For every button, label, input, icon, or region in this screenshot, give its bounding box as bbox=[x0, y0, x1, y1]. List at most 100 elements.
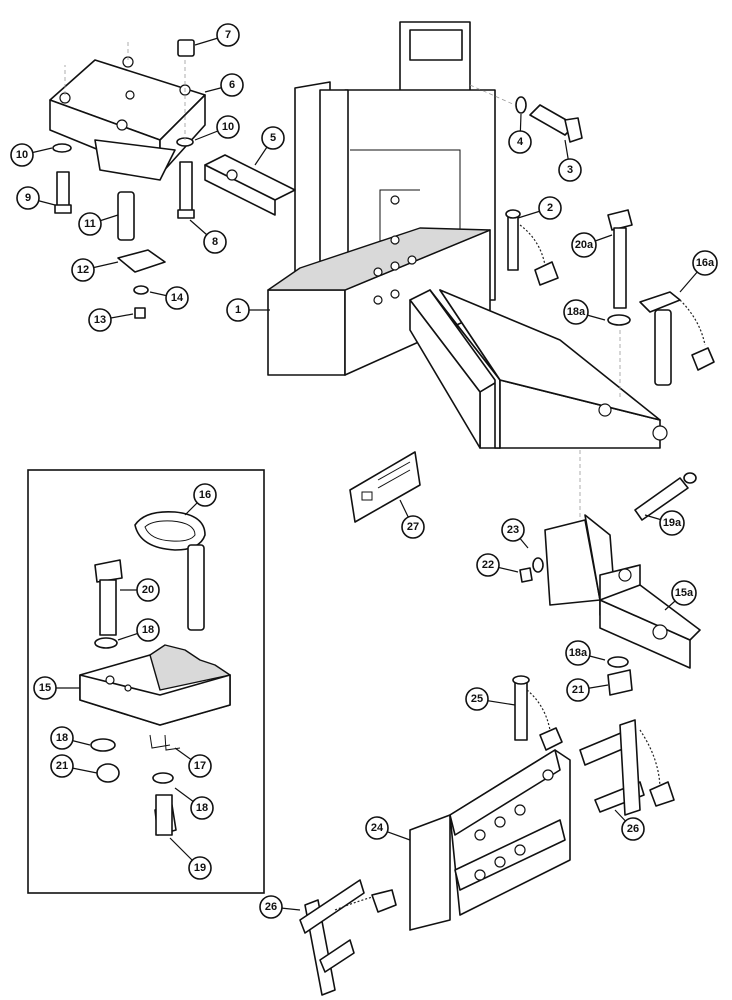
callout-16: 16 bbox=[184, 483, 217, 516]
callout-label: 18a bbox=[567, 306, 586, 318]
callout-circle bbox=[136, 578, 160, 602]
callout-label: 19 bbox=[194, 862, 206, 874]
callout-8: 8 bbox=[189, 219, 227, 254]
callout-circle bbox=[566, 678, 590, 702]
callout-7: 7 bbox=[194, 23, 240, 47]
callout-circle bbox=[188, 754, 212, 778]
callout-label: 23 bbox=[507, 524, 519, 536]
callouts: 1234567891010111213141515a1616a171818181… bbox=[10, 23, 718, 919]
callout-15a: 15a bbox=[664, 580, 697, 611]
callout-circle bbox=[78, 212, 102, 236]
callout-circle bbox=[671, 580, 697, 606]
callout-label: 9 bbox=[25, 192, 31, 204]
callout-circle bbox=[621, 817, 645, 841]
callout-26: 26 bbox=[614, 809, 645, 841]
callout-circle bbox=[565, 640, 591, 666]
callout-label: 5 bbox=[270, 132, 276, 144]
callout-circle bbox=[16, 186, 40, 210]
callout-circle bbox=[10, 143, 34, 167]
callout-24: 24 bbox=[365, 816, 411, 841]
callout-circle bbox=[50, 726, 74, 750]
callout-circle bbox=[563, 299, 589, 325]
bolt-and-washer bbox=[469, 84, 583, 143]
callout-label: 2 bbox=[547, 202, 553, 214]
callout-label: 19a bbox=[663, 517, 682, 529]
callout-18: 18 bbox=[117, 618, 160, 642]
clevis-assembly bbox=[299, 675, 675, 996]
drawbar bbox=[204, 154, 668, 449]
bracket-15a bbox=[519, 450, 701, 696]
callout-label: 26 bbox=[627, 823, 639, 835]
callout-circle bbox=[203, 230, 227, 254]
callout-label: 1 bbox=[235, 304, 241, 316]
callout-circle bbox=[538, 196, 562, 220]
top-bracket bbox=[49, 56, 206, 181]
pin-with-chain bbox=[505, 209, 559, 286]
callout-circle bbox=[261, 126, 285, 150]
callout-circle bbox=[220, 73, 244, 97]
callout-label: 21 bbox=[56, 760, 68, 772]
bolt-20a-pin-16a bbox=[607, 209, 715, 400]
callout-label: 20 bbox=[142, 584, 154, 596]
callout-label: 16 bbox=[199, 489, 211, 501]
callout-label: 20a bbox=[575, 239, 594, 251]
callout-circle bbox=[190, 796, 214, 820]
callout-18: 18 bbox=[50, 726, 91, 750]
callout-label: 14 bbox=[171, 292, 184, 304]
callout-circle bbox=[365, 816, 389, 840]
callout-label: 10 bbox=[222, 121, 234, 133]
callout-circle bbox=[571, 232, 597, 258]
callout-label: 3 bbox=[567, 164, 573, 176]
callout-21: 21 bbox=[566, 678, 609, 702]
callout-circle bbox=[226, 298, 250, 322]
callout-17: 17 bbox=[174, 747, 212, 778]
callout-label: 18 bbox=[142, 624, 154, 636]
callout-14: 14 bbox=[149, 286, 189, 310]
callout-label: 6 bbox=[229, 79, 235, 91]
callout-13: 13 bbox=[88, 308, 134, 332]
callout-label: 12 bbox=[77, 264, 89, 276]
callout-23: 23 bbox=[501, 518, 529, 549]
callout-18a: 18a bbox=[563, 299, 606, 325]
callout-19: 19 bbox=[169, 837, 212, 880]
callout-21: 21 bbox=[50, 754, 98, 778]
callout-circle bbox=[50, 754, 74, 778]
callout-25: 25 bbox=[465, 687, 516, 711]
callout-label: 7 bbox=[225, 29, 231, 41]
callout-circle bbox=[558, 158, 582, 182]
callout-15: 15 bbox=[33, 676, 80, 700]
callout-label: 13 bbox=[94, 314, 106, 326]
callout-label: 16a bbox=[696, 257, 715, 269]
callout-2: 2 bbox=[517, 196, 562, 220]
callout-10: 10 bbox=[10, 143, 53, 167]
callout-label: 21 bbox=[572, 684, 584, 696]
callout-6: 6 bbox=[204, 73, 244, 97]
callout-5: 5 bbox=[254, 126, 285, 166]
callout-circle bbox=[501, 518, 525, 542]
callout-label: 18a bbox=[569, 647, 588, 659]
callout-20a: 20a bbox=[571, 232, 613, 258]
callout-19a: 19a bbox=[644, 510, 685, 536]
callout-18a: 18a bbox=[565, 640, 606, 666]
callout-circle bbox=[136, 618, 160, 642]
callout-3: 3 bbox=[558, 139, 582, 182]
main-hitch-frame bbox=[267, 21, 496, 376]
callout-10: 10 bbox=[194, 115, 240, 141]
callout-16a: 16a bbox=[679, 250, 718, 293]
callout-circle bbox=[401, 515, 425, 539]
callout-circle bbox=[188, 856, 212, 880]
callout-circle bbox=[259, 895, 283, 919]
callout-label: 17 bbox=[194, 760, 206, 772]
callout-label: 8 bbox=[212, 236, 218, 248]
callout-circle bbox=[465, 687, 489, 711]
callout-circle bbox=[193, 483, 217, 507]
callout-4: 4 bbox=[508, 113, 532, 154]
callout-18: 18 bbox=[174, 787, 214, 820]
callout-circle bbox=[476, 553, 500, 577]
callout-12: 12 bbox=[71, 258, 119, 282]
callout-label: 18 bbox=[56, 732, 68, 744]
inset-parts bbox=[79, 510, 231, 836]
top-bracket-hardware bbox=[52, 39, 195, 319]
callout-circle bbox=[659, 510, 685, 536]
